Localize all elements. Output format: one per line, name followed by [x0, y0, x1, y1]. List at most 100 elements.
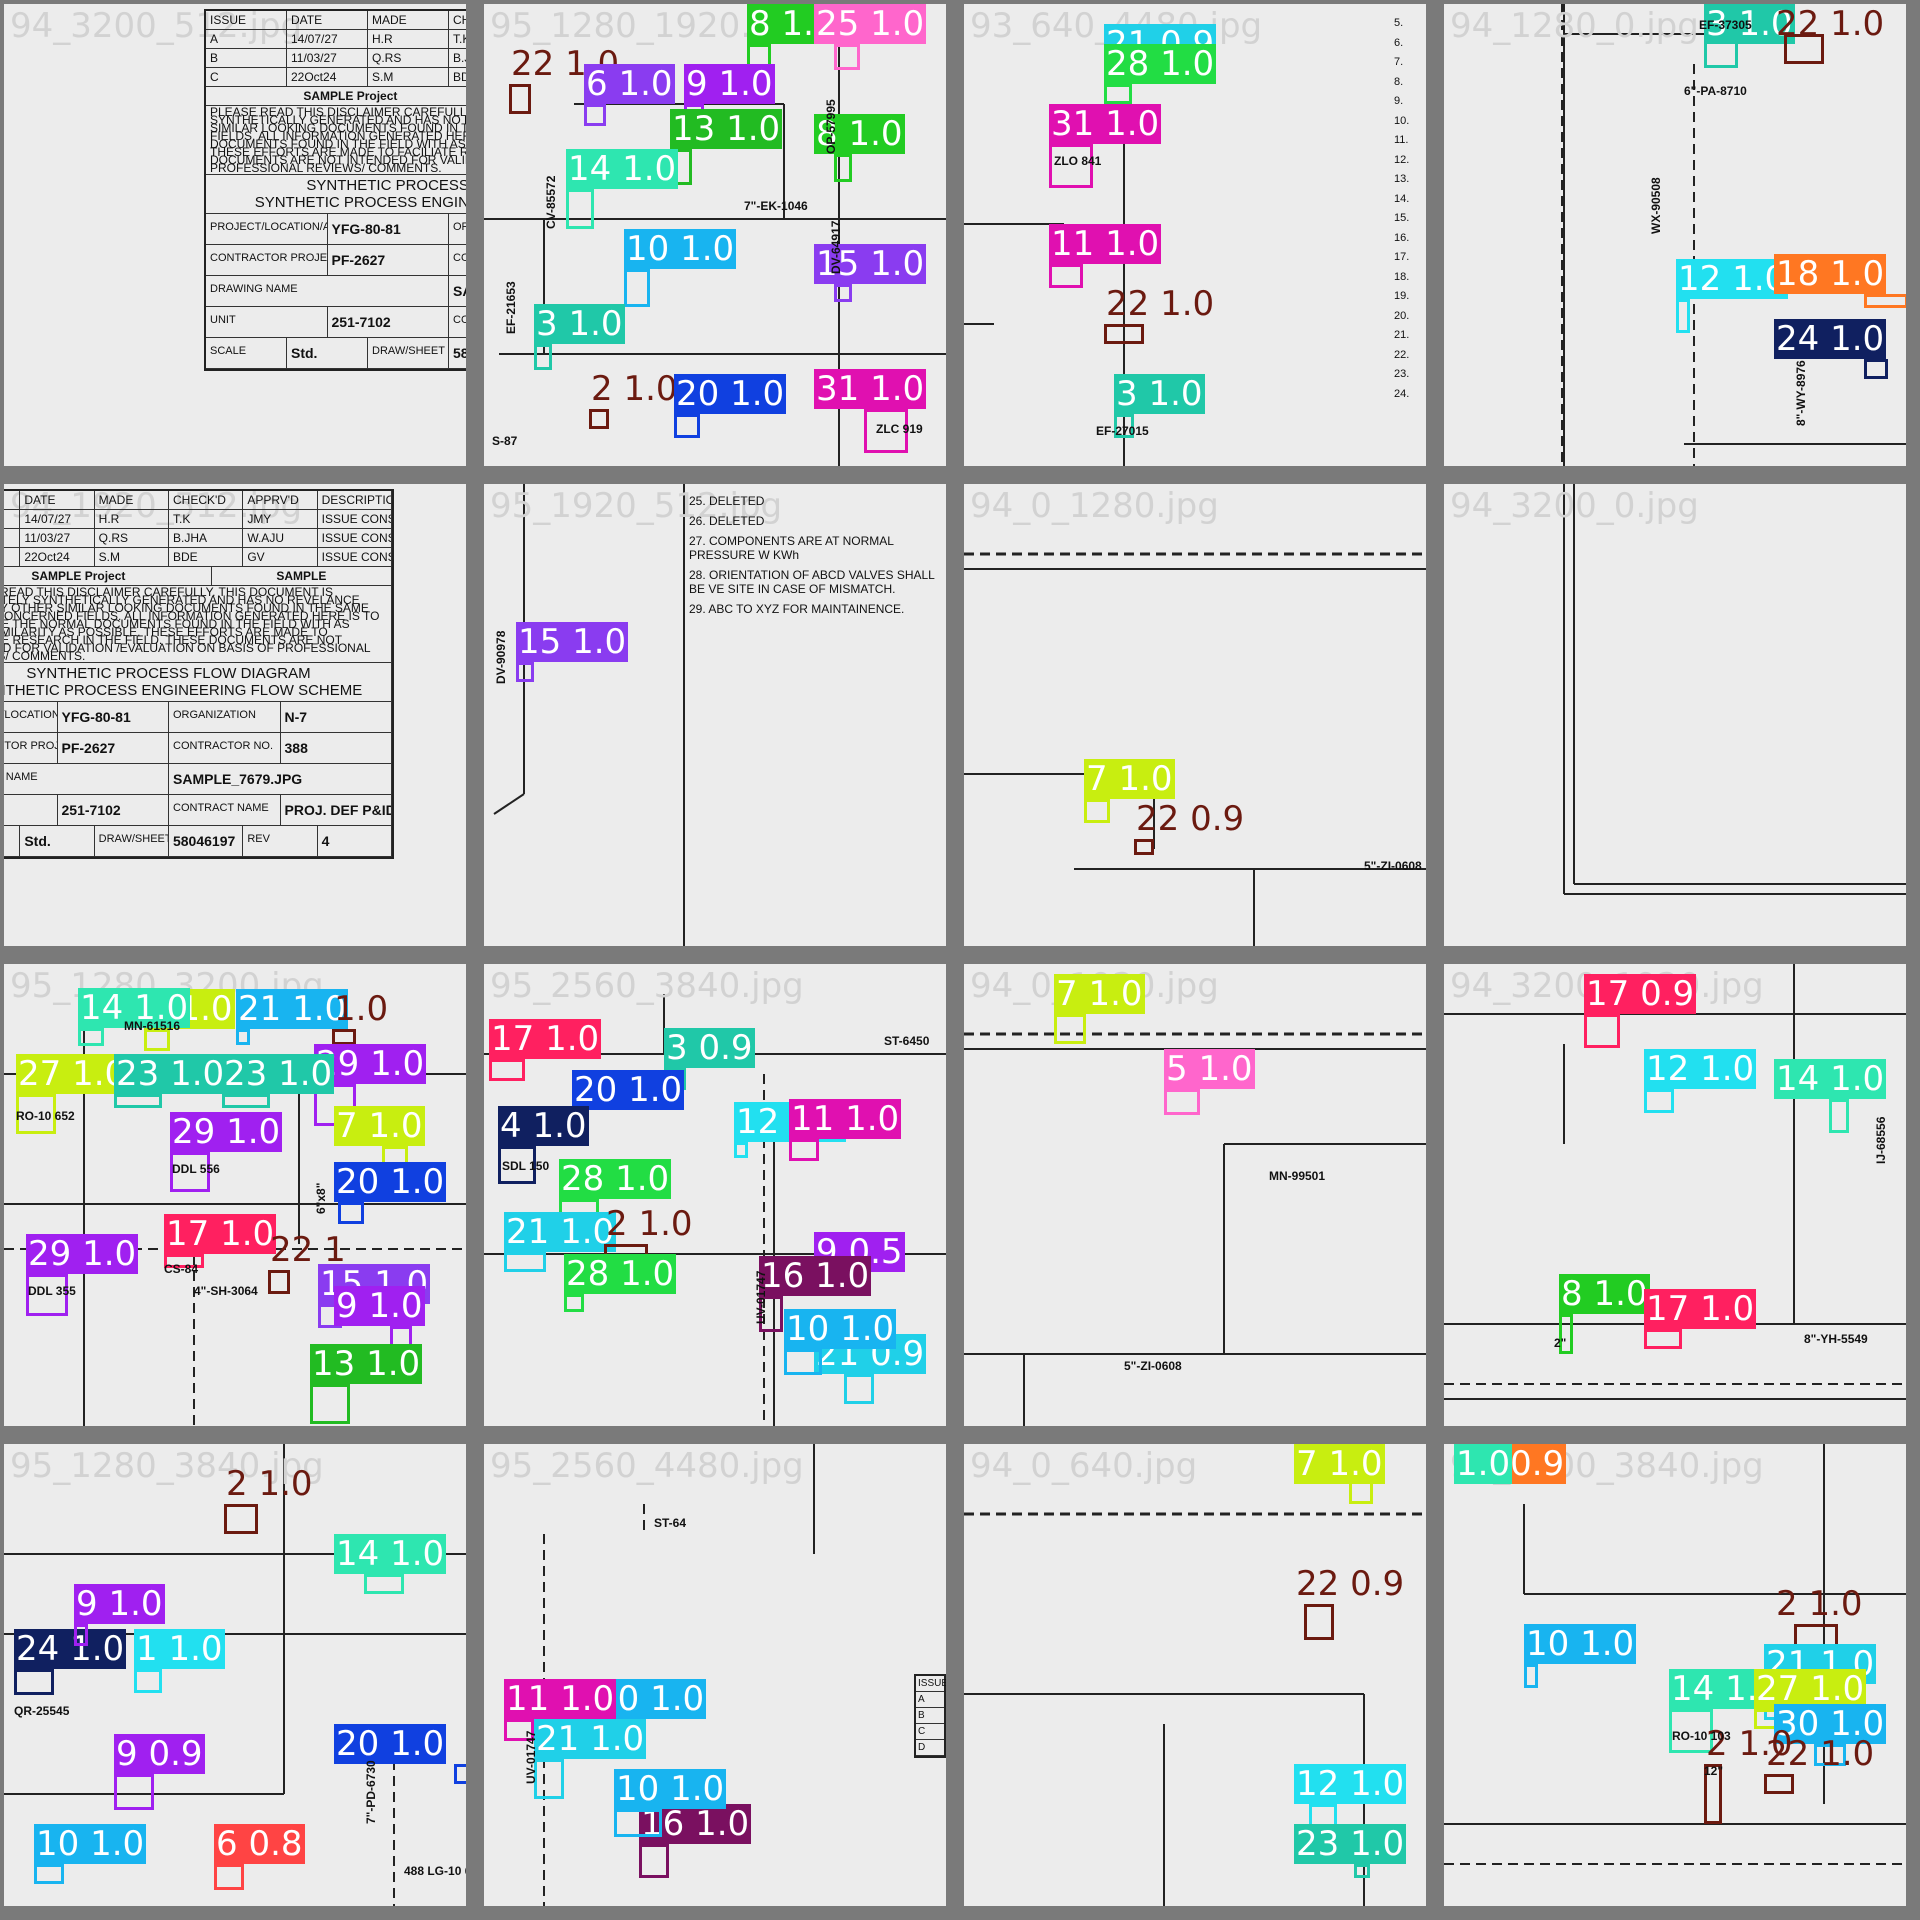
- revision-cell: BDE: [449, 68, 466, 86]
- revision-cell: B: [206, 49, 287, 67]
- detection-label: 9 1.0: [74, 1584, 165, 1624]
- subtitle-line-1: SYNTHETIC PROCESS FLOW DIAGRAM: [306, 177, 466, 194]
- note-line: 25. DELETED: [689, 494, 765, 508]
- detection-box: [1354, 1864, 1370, 1878]
- detection-box: [624, 269, 650, 307]
- note-number: 5.: [1394, 17, 1404, 29]
- field-label: DRAW/SHEET NO.: [95, 826, 169, 856]
- detection-label: 12 1.0: [1294, 1764, 1407, 1804]
- revision-cell: Q.RS: [95, 529, 169, 547]
- detection-box: [566, 189, 594, 229]
- detection-label: 17 1.0: [1644, 1289, 1757, 1329]
- detection-box: [504, 1719, 534, 1741]
- revision-cell: Q.RS: [368, 49, 449, 67]
- detection-box: [1784, 34, 1824, 64]
- revision-header-cell: ISSUE: [4, 491, 21, 509]
- issue-cell: D: [916, 1740, 944, 1756]
- detection-label: 11 1.0: [1049, 224, 1162, 264]
- field-value: SAMPLE_7679.JPG: [169, 764, 392, 794]
- detection-box: [1084, 799, 1110, 823]
- detection-box: [1864, 294, 1906, 308]
- detection-label: 3 1.0: [1704, 4, 1795, 44]
- revision-cell: S.M: [368, 68, 449, 86]
- detection-label: 16 1.0: [759, 1256, 872, 1296]
- revision-cell: 22Oct24: [20, 548, 95, 566]
- detection-label: 17 1.0: [164, 1214, 277, 1254]
- detection-box: [864, 409, 908, 453]
- field-value: YFG-80-81: [58, 702, 169, 732]
- detection-label: 17 1.0: [489, 1019, 602, 1059]
- field-label: CONTRACT NAME: [449, 307, 466, 337]
- detection-box: [1864, 359, 1888, 379]
- detection-box: [834, 154, 852, 182]
- note-line: 27. COMPONENTS ARE AT NORMAL PRESSURE W …: [689, 534, 894, 562]
- detection-box: [14, 1669, 54, 1695]
- line-tag: OP-57995: [824, 99, 838, 154]
- field-value: PF-2627: [328, 245, 449, 275]
- detection-label: 1.0: [1454, 1444, 1513, 1484]
- detection-box: [589, 409, 609, 429]
- detection-box: [1304, 1604, 1334, 1640]
- detection-label: 22 0.9: [1136, 799, 1245, 839]
- title-block: ISSUEDATEMADECHECK'DAPPRV'DDESCRIPTIONA1…: [204, 9, 466, 371]
- project-sample: SAMPLE: [212, 567, 392, 585]
- detection-label: 7 1.0: [1084, 759, 1175, 799]
- detection-label: 20 1.0: [572, 1070, 685, 1110]
- detection-label: 23 1.0: [1294, 1824, 1407, 1864]
- tile-filename: 95_1280_3840.jpg: [10, 1446, 324, 1486]
- field-label: ORGANIZATION: [449, 214, 466, 244]
- detection-box: [1704, 1764, 1722, 1824]
- detection-label: 11 1.0: [504, 1679, 617, 1719]
- line-tag: RO-10 652: [16, 1109, 75, 1123]
- field-label: CONTRACTOR PROJECT NO.: [206, 245, 328, 275]
- detection-label: 2 1.0: [226, 1464, 313, 1504]
- detection-label: 30 1.0: [1774, 1704, 1887, 1744]
- line-tag: ST-64: [654, 1516, 687, 1530]
- detection-label: 20 1.0: [674, 374, 787, 414]
- note-number: 20.: [1394, 309, 1410, 322]
- field-label: REV: [243, 826, 318, 856]
- detection-label: 28 1.0: [1104, 44, 1217, 84]
- line-tag: DDL 355: [28, 1284, 76, 1298]
- detection-box: [1559, 1314, 1573, 1354]
- detection-label: 20 1.0: [334, 1724, 447, 1764]
- detection-label: 23 1.0: [114, 1054, 227, 1094]
- field-row: PROJECT/LOCATION/ASSIGNYFG-80-81ORGANIZA…: [206, 214, 466, 245]
- image-tile: 94_1920_512.jpgISSUEDATEMADECHECK'DAPPRV…: [4, 484, 466, 946]
- detection-label: 22 0.9: [1296, 1564, 1405, 1604]
- pipe-lines: [964, 1512, 1426, 1906]
- line-tag: EF-27015: [1096, 424, 1149, 438]
- detection-label: 6 1.0: [584, 64, 675, 104]
- detection-box: [1669, 1709, 1713, 1753]
- revision-cell: JMY: [243, 510, 318, 528]
- detection-box: [144, 1029, 170, 1051]
- detection-box: [332, 1029, 356, 1045]
- line-tag: IJ-68556: [1874, 1116, 1888, 1164]
- detection-label: 2 1.0: [1776, 1584, 1863, 1624]
- detection-box: [789, 1139, 819, 1161]
- detection-label: 9 1.0: [684, 64, 775, 104]
- line-tag: 8"-WY-8976: [1794, 360, 1808, 426]
- detection-label: 27 1.0: [16, 1054, 129, 1094]
- subtitle-line-1: SYNTHETIC PROCESS FLOW DIAGRAM: [26, 665, 311, 682]
- tile-filename: 94_0_1280.jpg: [970, 486, 1219, 526]
- detection-label: 1.0: [334, 989, 389, 1029]
- revision-cell: B.JHA: [169, 529, 244, 547]
- tile-filename: 94_0_640.jpg: [970, 1446, 1198, 1486]
- detection-box: [1584, 1014, 1620, 1048]
- tile-filename: 95_2560_4480.jpg: [490, 1446, 804, 1486]
- note-number: 14.: [1394, 192, 1410, 205]
- detection-box: [364, 1574, 404, 1594]
- project-name: SAMPLE Project: [206, 87, 466, 105]
- detection-box: [504, 1252, 546, 1272]
